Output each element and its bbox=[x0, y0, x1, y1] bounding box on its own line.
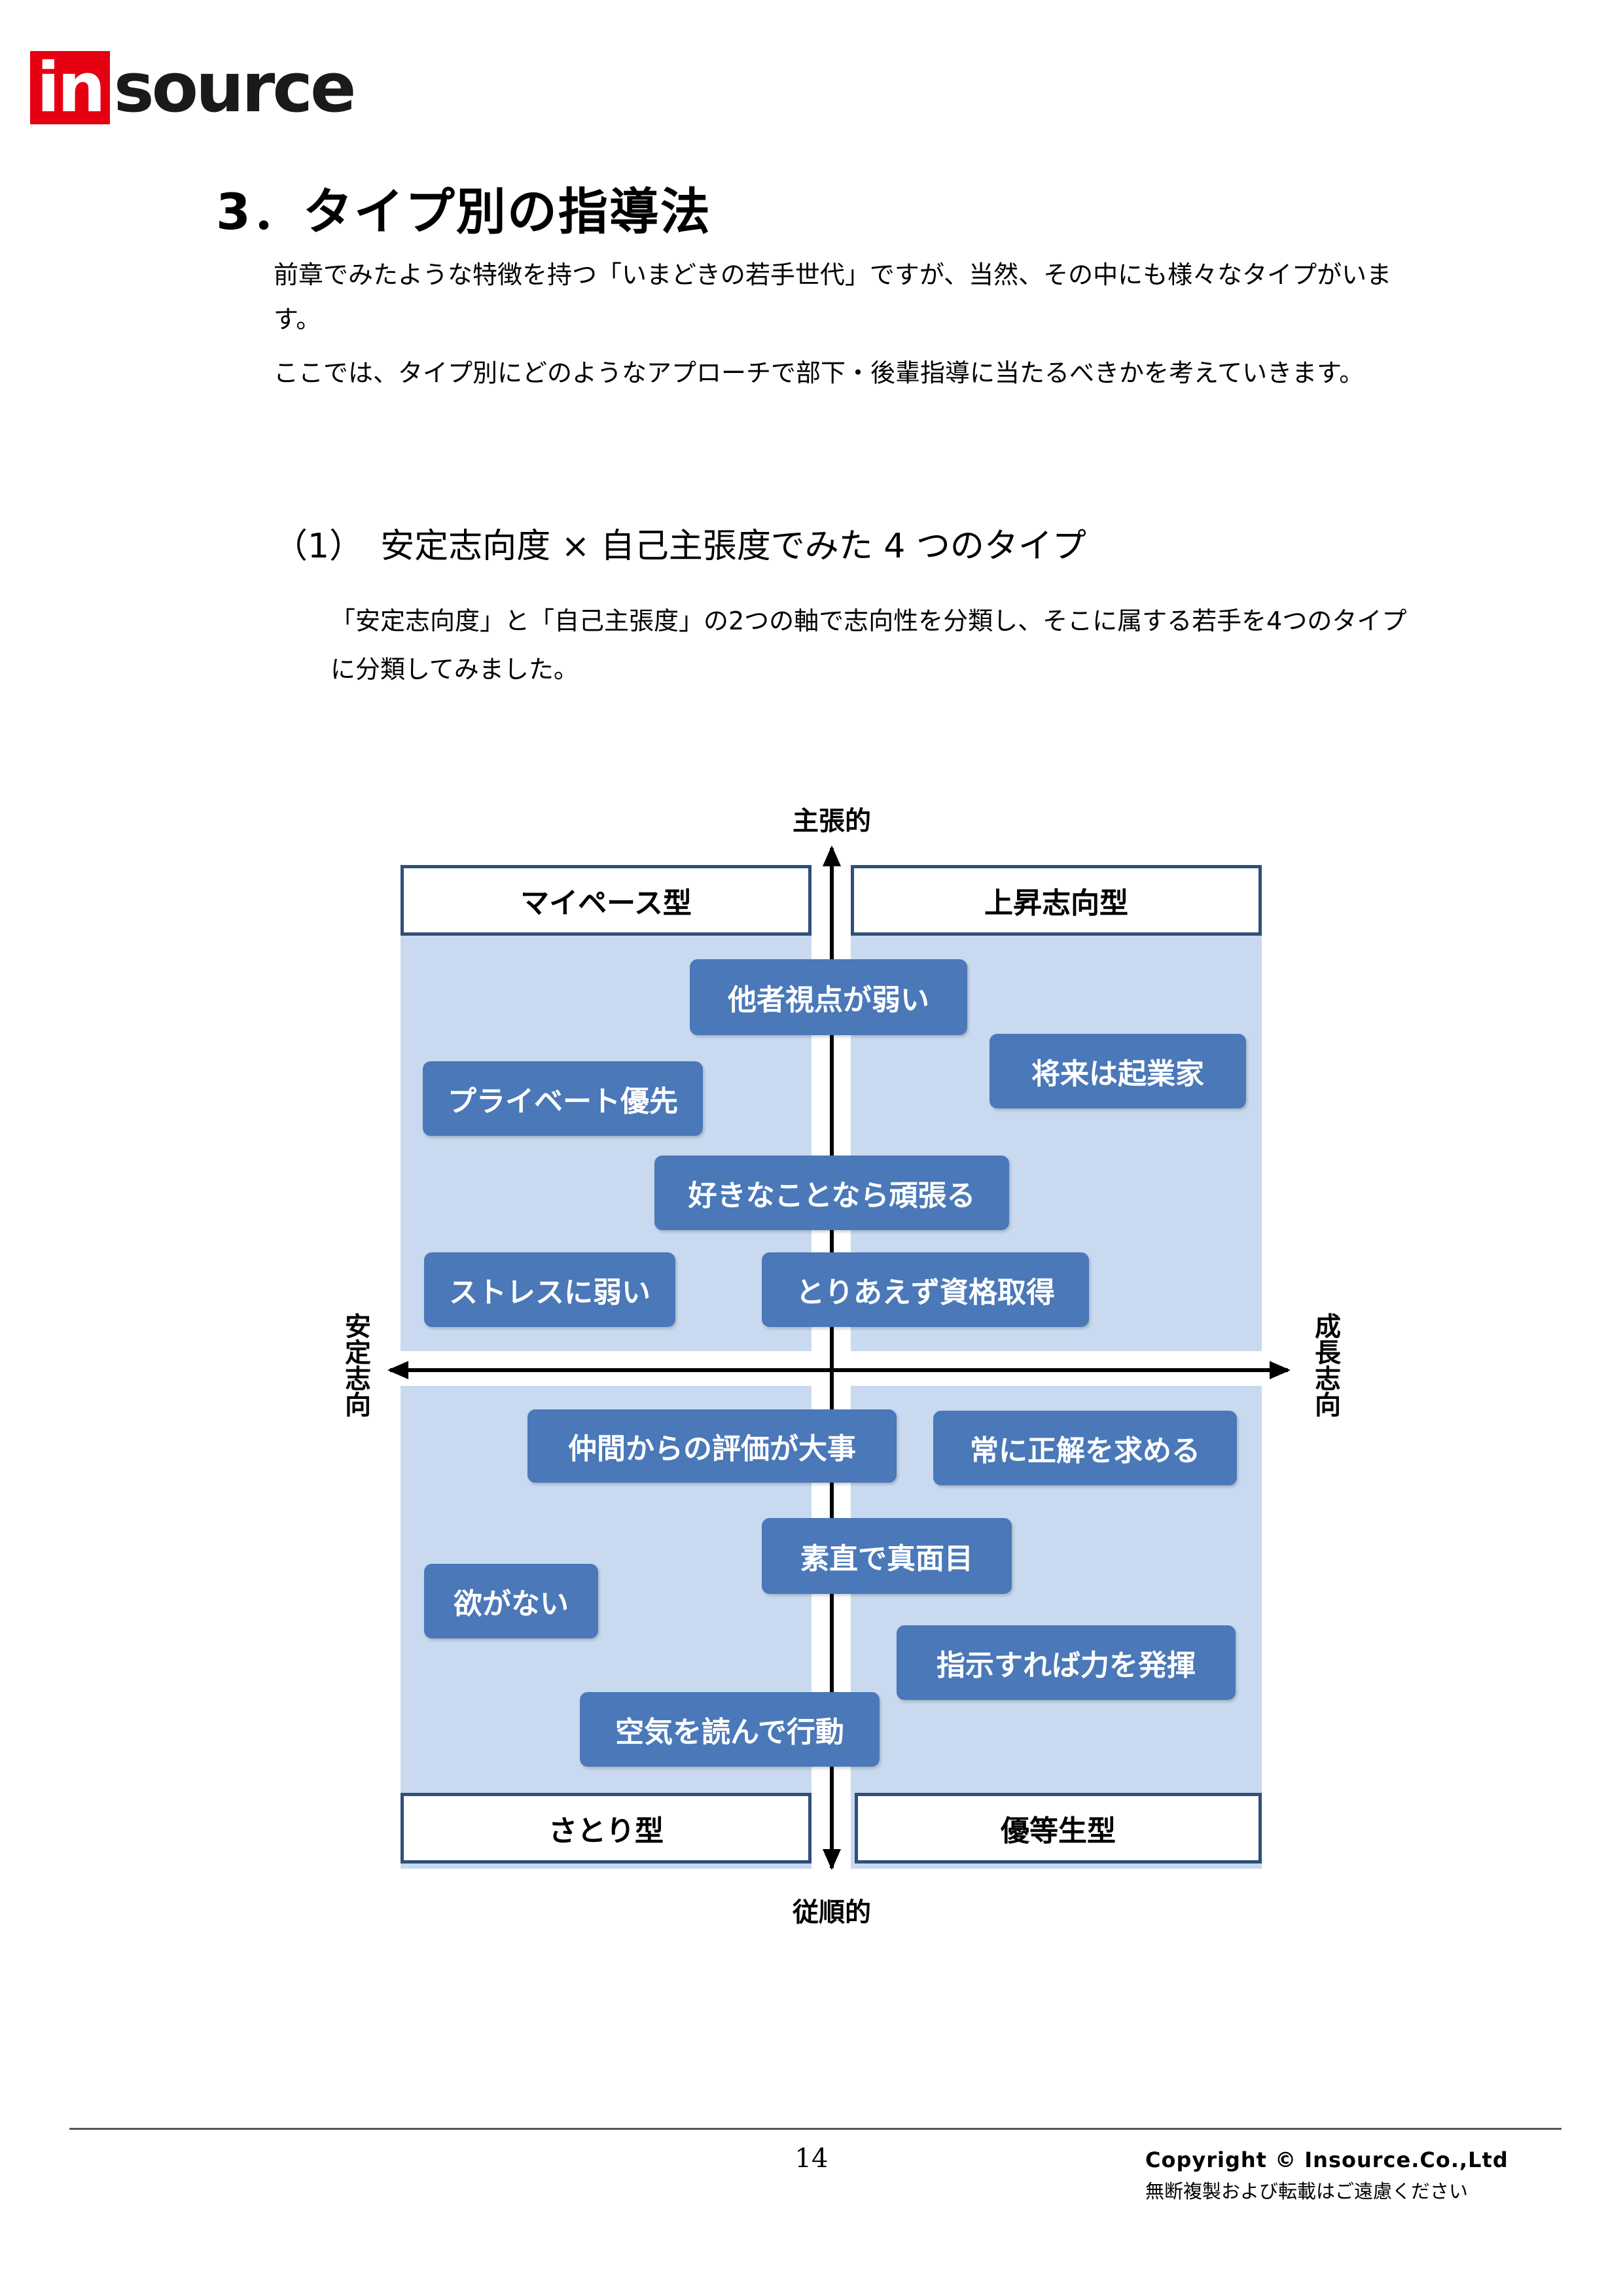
type-box-honor-student: 優等生型 bbox=[855, 1793, 1262, 1863]
axis-label-bottom: 従順的 bbox=[793, 1898, 871, 1928]
trait-tag: 常に正解を求める bbox=[933, 1411, 1237, 1485]
type-box-ambitious: 上昇志向型 bbox=[851, 865, 1262, 936]
axis-label-right: 成長志向 bbox=[1310, 1313, 1340, 1417]
trait-tag: 仲間からの評価が大事 bbox=[527, 1409, 897, 1483]
subsection-paragraph: 「安定志向度」と「自己主張度」の2つの軸で志向性を分類し、そこに属する若手を4つ… bbox=[330, 607, 1407, 684]
arrow-up-icon bbox=[823, 845, 841, 866]
arrow-right-icon bbox=[1270, 1361, 1291, 1379]
logo-wordmark: source bbox=[113, 48, 357, 128]
intro-paragraph-1: 前章でみたような特徴を持つ「いまどきの若手世代」ですが、当然、その中にも様々なタ… bbox=[274, 260, 1392, 334]
insource-logo: in source bbox=[30, 48, 357, 128]
trait-tag: とりあえず資格取得 bbox=[762, 1252, 1089, 1327]
axis-label-top: 主張的 bbox=[793, 806, 871, 836]
type-box-mypace: マイペース型 bbox=[401, 865, 812, 936]
trait-tag: 指示すれば力を発揮 bbox=[897, 1625, 1236, 1700]
trait-tag: 素直で真面目 bbox=[762, 1518, 1012, 1594]
copyright-text: Copyright © Insource.Co.,Ltd bbox=[1145, 2147, 1508, 2172]
reproduction-notice: 無断複製および転載はご遠慮ください bbox=[1145, 2180, 1469, 2202]
trait-tag: 他者視点が弱い bbox=[690, 959, 967, 1035]
trait-tag: 将来は起業家 bbox=[990, 1034, 1246, 1108]
intro-paragraph-2: ここでは、タイプ別にどのようなアプローチで部下・後輩指導に当たるべきかを考えてい… bbox=[274, 359, 1364, 387]
section-heading: 3．タイプ別の指導法 bbox=[216, 183, 711, 241]
trait-tag: 好きなことなら頑張る bbox=[654, 1156, 1009, 1230]
type-box-satori: さとり型 bbox=[401, 1793, 812, 1863]
subsection-heading: （1） 安定志向度 × 自己主張度でみた 4 つのタイプ bbox=[274, 527, 1086, 566]
arrow-down-icon bbox=[823, 1849, 841, 1870]
trait-tag: 欲がない bbox=[424, 1564, 598, 1638]
page-number: 14 bbox=[794, 2144, 829, 2174]
trait-tag: ストレスに弱い bbox=[424, 1252, 675, 1327]
footer-divider bbox=[69, 2128, 1561, 2130]
arrow-left-icon bbox=[387, 1361, 408, 1379]
trait-tag: 空気を読んで行動 bbox=[580, 1692, 880, 1767]
trait-tag: プライベート優先 bbox=[423, 1061, 703, 1136]
logo-in-mark: in bbox=[30, 51, 110, 124]
axis-label-left: 安定志向 bbox=[340, 1313, 370, 1417]
